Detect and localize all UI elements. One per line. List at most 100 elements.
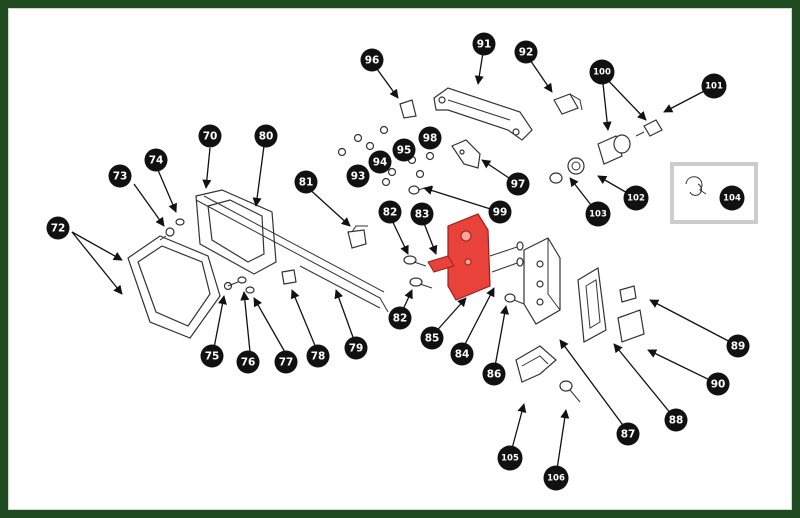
callout-label: 88 (669, 415, 684, 427)
callout-92: 92 (514, 40, 538, 64)
callout-98: 98 (418, 126, 442, 150)
callout-circle (46, 216, 70, 240)
callout-77: 77 (274, 350, 298, 374)
callout-circle (450, 342, 474, 366)
callout-label: 102 (627, 194, 645, 204)
callout-circle (482, 362, 506, 386)
callout-105: 105 (497, 445, 523, 471)
callout-label: 104 (723, 194, 741, 204)
callout-label: 87 (621, 429, 636, 441)
callout-circle (360, 48, 384, 72)
callout-circle (346, 164, 370, 188)
callout-82-second: 82 (388, 306, 412, 330)
diagram-inner-border (8, 8, 792, 510)
callout-label: 96 (365, 55, 380, 67)
callout-101: 101 (701, 73, 727, 99)
callout-circle (388, 306, 412, 330)
callout-84: 84 (450, 342, 474, 366)
callout-circle (497, 445, 523, 471)
callout-95: 95 (392, 138, 416, 162)
part-90-plate (617, 309, 645, 343)
part-106-screw (559, 380, 581, 403)
part-73-74-screws (159, 218, 185, 241)
callout-label: 97 (511, 179, 526, 191)
callout-label: 95 (397, 145, 412, 157)
callout-label: 81 (299, 177, 314, 189)
part-103-ring (549, 157, 585, 184)
callout-label: 90 (711, 379, 726, 391)
part-86-screw (504, 293, 525, 305)
callout-label: 98 (423, 133, 438, 145)
callout-104: 104 (719, 185, 745, 211)
callout-74: 74 (144, 148, 168, 172)
callout-circle (616, 422, 640, 446)
callout-label: 93 (351, 171, 366, 183)
callout-82: 82 (378, 200, 402, 224)
part-97-gasket (451, 139, 481, 169)
callout-76: 76 (236, 350, 260, 374)
callout-circle (392, 138, 416, 162)
callout-circle (368, 150, 392, 174)
callout-circle (144, 148, 168, 172)
callout-75: 75 (200, 344, 224, 368)
part-81-clip (347, 225, 368, 249)
callout-94: 94 (368, 150, 392, 174)
part-82-bolts (403, 255, 433, 289)
callout-90: 90 (706, 372, 730, 396)
callout-86: 86 (482, 362, 506, 386)
callout-87: 87 (616, 422, 640, 446)
callout-label: 80 (259, 131, 274, 143)
callout-73: 73 (108, 164, 132, 188)
callout-label: 89 (731, 341, 746, 353)
callout-label: 78 (311, 351, 326, 363)
callout-circle (506, 172, 530, 196)
part-89-block (619, 285, 637, 303)
callout-circle (488, 200, 512, 224)
callout-96: 96 (360, 48, 384, 72)
callout-label: 105 (501, 454, 519, 464)
part-75-77-screws (223, 276, 255, 294)
callout-85: 85 (420, 326, 444, 350)
callout-circle (719, 185, 745, 211)
callout-label: 85 (425, 333, 440, 345)
callout-label: 106 (547, 474, 565, 484)
callout-label: 92 (519, 47, 534, 59)
callout-78: 78 (306, 344, 330, 368)
callout-label: 75 (205, 351, 220, 363)
callout-102: 102 (623, 185, 649, 211)
part-100-lock (597, 134, 631, 165)
callout-circle (589, 59, 615, 85)
callout-label: 72 (51, 223, 66, 235)
callout-label: 73 (113, 171, 128, 183)
callout-circle (254, 124, 278, 148)
callout-99: 99 (488, 200, 512, 224)
callout-label: 84 (455, 349, 470, 361)
callout-circle (108, 164, 132, 188)
part-105-clip (515, 345, 557, 383)
callout-label: 86 (487, 369, 502, 381)
part-96-plate (399, 99, 417, 119)
callout-80: 80 (254, 124, 278, 148)
callout-circle (378, 200, 402, 224)
callout-label: 100 (593, 68, 611, 78)
callout-circle (410, 202, 434, 226)
callout-circle (274, 350, 298, 374)
callout-72: 72 (46, 216, 70, 240)
callout-label: 91 (477, 39, 492, 51)
callout-circle (198, 124, 222, 148)
part-91-handle (433, 87, 533, 141)
callout-circle (472, 32, 496, 56)
callout-label: 74 (149, 155, 164, 167)
callout-circle (418, 126, 442, 150)
callout-81: 81 (294, 170, 318, 194)
callout-106: 106 (543, 465, 569, 491)
callout-93: 93 (346, 164, 370, 188)
part-72-gasket (127, 235, 221, 339)
part-87-block (523, 237, 561, 325)
callout-103: 103 (585, 201, 611, 227)
callout-label: 99 (493, 207, 508, 219)
callout-label: 76 (241, 357, 256, 369)
